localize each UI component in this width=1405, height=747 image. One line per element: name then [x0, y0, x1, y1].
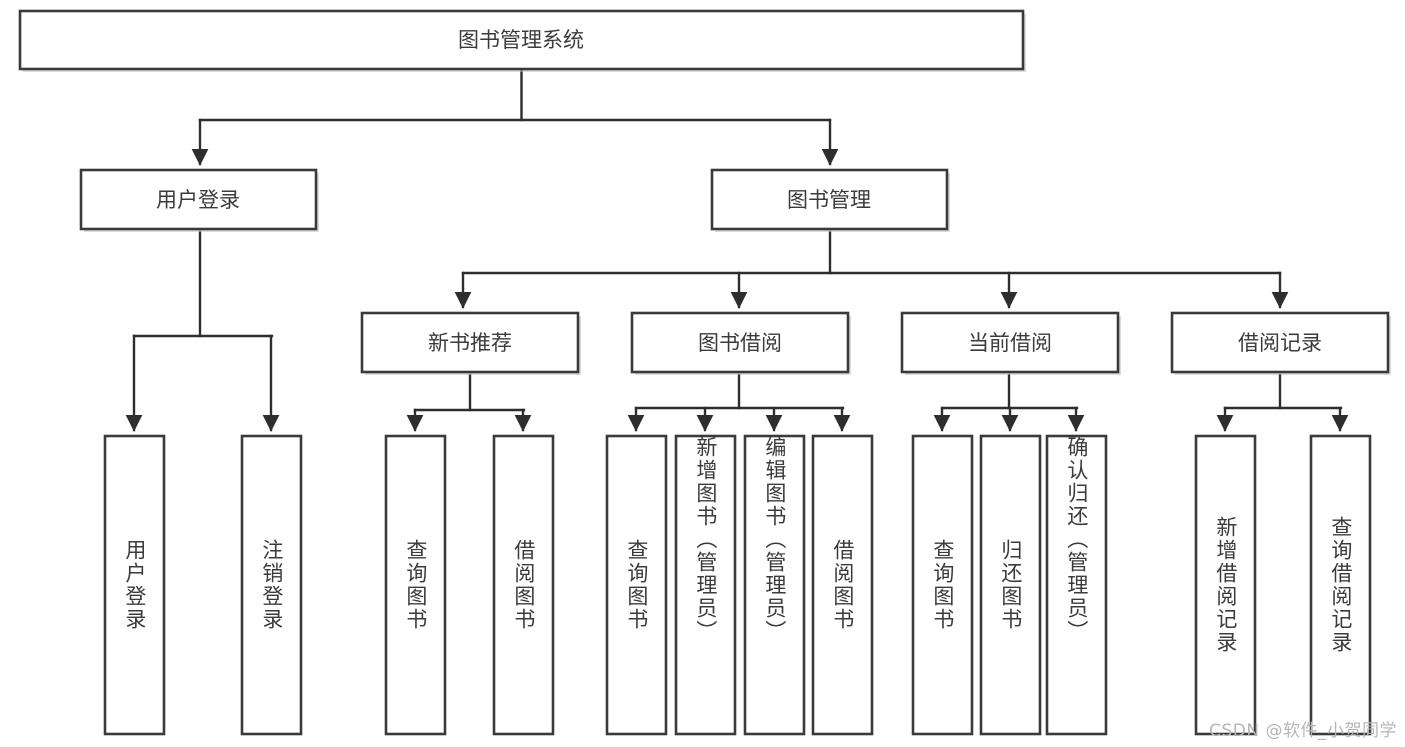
leaf-box-query-record[interactable]: [1309, 434, 1372, 736]
node-current-borrow-box: [900, 311, 1120, 374]
node-borrow-record-label: 借阅记录: [1238, 331, 1322, 355]
leaf-box-edit-book[interactable]: [743, 434, 806, 736]
leaf-box-query-book-3[interactable]: [911, 434, 974, 736]
leaf-box-confirm-return[interactable]: [1045, 434, 1108, 736]
leaf-box-user-login[interactable]: [103, 434, 166, 736]
node-new-book-rec[interactable]: 新书推荐: [360, 311, 581, 375]
node-book-mgmt[interactable]: 图书管理: [710, 168, 950, 232]
leaf-box-borrow-book-1[interactable]: [492, 434, 555, 736]
node-current-borrow[interactable]: 当前借阅: [900, 311, 1121, 375]
leaf-box-borrow-book-2[interactable]: [811, 434, 874, 736]
node-new-book-rec-box: [360, 311, 580, 374]
leaf-box-query-book-2[interactable]: [605, 434, 668, 736]
leaf-box-query-book-1[interactable]: [384, 434, 447, 736]
node-root-label: 图书管理系统: [458, 28, 584, 52]
leaf-box-add-record[interactable]: [1194, 434, 1257, 736]
node-user-login[interactable]: 用户登录: [79, 168, 319, 232]
node-user-login-box: [79, 168, 318, 231]
node-root[interactable]: 图书管理系统: [18, 9, 1026, 72]
leaf-box-add-book[interactable]: [674, 434, 737, 736]
node-borrow-record[interactable]: 借阅记录: [1170, 311, 1391, 375]
node-user-login-label: 用户登录: [156, 188, 240, 212]
node-borrow-record-box: [1170, 311, 1390, 374]
node-book-mgmt-box: [710, 168, 949, 231]
node-root-box: [18, 9, 1025, 71]
leaf-boxes-layer: [103, 434, 1372, 736]
node-new-book-rec-label: 新书推荐: [428, 331, 512, 355]
node-current-borrow-label: 当前借阅: [968, 331, 1052, 355]
node-book-borrow-label: 图书借阅: [698, 331, 782, 355]
node-book-borrow-box: [630, 311, 850, 374]
leaf-box-return-book[interactable]: [979, 434, 1042, 736]
edges-layer: [125, 67, 1349, 432]
node-book-mgmt-label: 图书管理: [787, 188, 871, 212]
csdn-watermark: CSDN @软件_小贺同学: [1209, 721, 1397, 741]
node-book-borrow[interactable]: 图书借阅: [630, 311, 851, 375]
leaf-box-logout[interactable]: [240, 434, 303, 736]
